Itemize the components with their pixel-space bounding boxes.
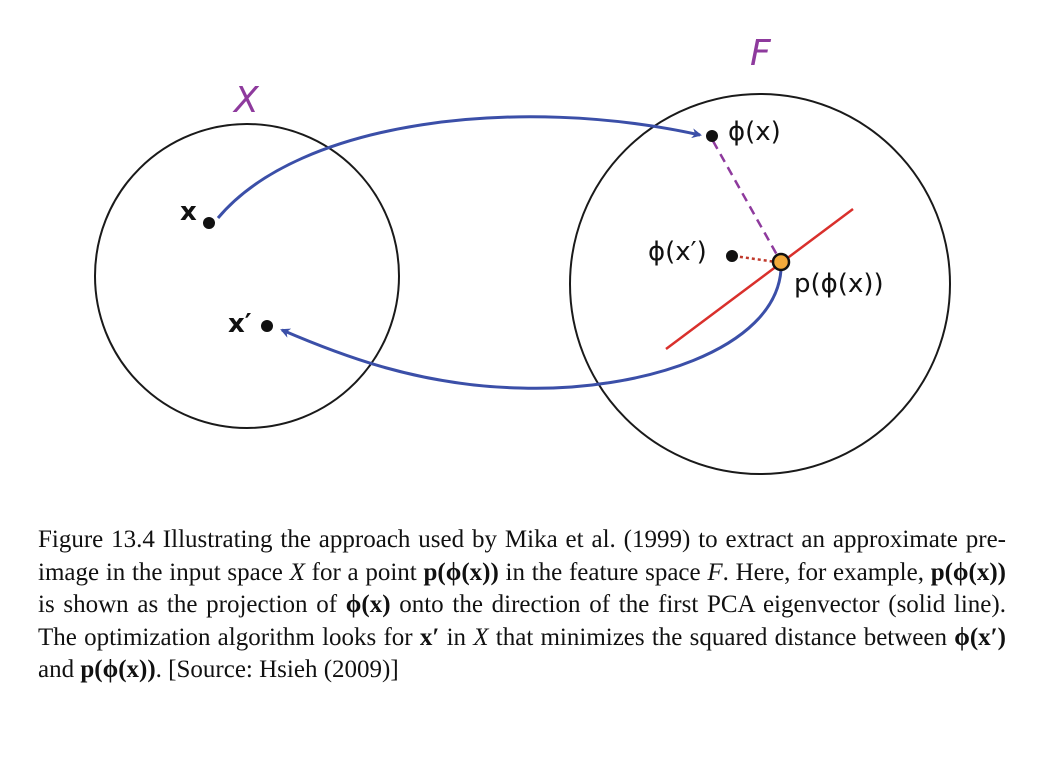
caption-segment: . Here, for example, <box>722 558 931 586</box>
figure-caption: Figure 13.4 Illustrating the approach us… <box>38 524 1006 687</box>
caption-segment: onto the direction of the first PCA eige… <box>38 591 1006 651</box>
pre-image-diagram: X F x x′ ϕ(x) ϕ(x′) p(ϕ(x)) <box>94 33 951 475</box>
caption-segment: in the feature space <box>498 558 708 586</box>
phi-x-prime-label: ϕ(x′) <box>648 237 707 267</box>
eigenvector-line <box>665 207 854 351</box>
caption-segment: Figure 13.4 Illustrating the approach us… <box>38 526 1006 586</box>
caption-segment: F <box>707 558 723 586</box>
point-phi-x <box>706 130 718 142</box>
caption-segment: ϕ(x) <box>345 591 391 618</box>
projection-label: p(ϕ(x)) <box>794 269 884 299</box>
caption-segment: for a point <box>304 558 424 586</box>
projection-dashed-line <box>711 140 783 263</box>
caption-segment: x′ <box>419 623 440 651</box>
caption-segment: is shown as the projection of <box>38 591 346 618</box>
feature-space-label: F <box>750 33 772 74</box>
pre-image-arrow <box>280 269 783 390</box>
point-x <box>203 217 215 229</box>
distance-dotted-line <box>733 254 777 264</box>
point-x-prime <box>261 320 273 332</box>
input-space-circle <box>94 123 400 429</box>
caption-segment: that minimizes the squared distance betw… <box>488 623 955 651</box>
caption-segment: . [Source: Hsieh (2009)] <box>155 656 399 683</box>
caption-segment: and <box>38 656 81 683</box>
mapping-arrow <box>216 115 702 219</box>
point-x-label: x <box>180 197 197 227</box>
caption-segment: p(ϕ(x)) <box>80 656 156 683</box>
feature-space-circle <box>569 93 951 475</box>
phi-x-label: ϕ(x) <box>728 117 781 147</box>
caption-segment: p(ϕ(x)) <box>930 558 1007 586</box>
caption-segment: ϕ(x′) <box>954 623 1007 651</box>
point-projection <box>771 252 791 272</box>
input-space-label: X <box>232 80 260 121</box>
caption-segment: in <box>439 623 474 651</box>
caption-segment: X <box>289 558 305 586</box>
caption-segment: p(ϕ(x)) <box>423 558 499 586</box>
point-phi-x-prime <box>726 250 738 262</box>
point-x-prime-label: x′ <box>228 309 252 339</box>
caption-segment: X <box>473 623 489 651</box>
